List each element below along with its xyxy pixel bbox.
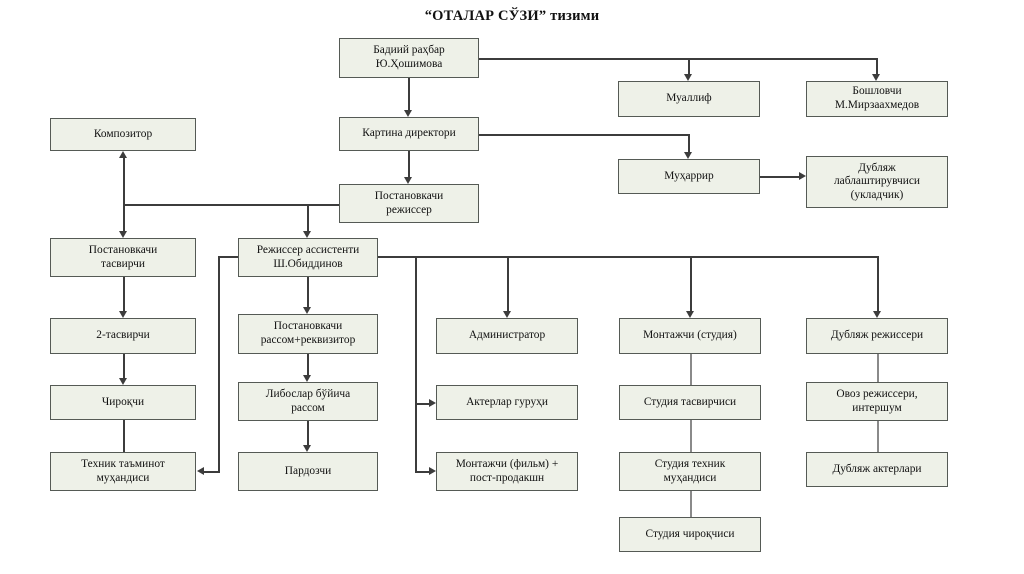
- node-studiya-chiroqchisi[interactable]: Студия чироқчиси: [619, 517, 761, 552]
- arrowhead-montajchi-film: [429, 467, 436, 475]
- connector-badiy-to-kartina: [408, 78, 410, 110]
- connector-to-rejissyor-assistenti: [307, 204, 309, 232]
- connector-2tasvirchi-to-chiroqchi: [123, 354, 125, 378]
- connector-postrejissyor-left-bus: [123, 204, 339, 206]
- arrowhead-kompozitor: [119, 151, 127, 158]
- connector-montajstudiya-to-tasvirchisi: [690, 354, 692, 385]
- node-muharrir[interactable]: Муҳаррир: [618, 159, 760, 194]
- arrowhead-postanovkachi-tasvirchi: [119, 231, 127, 238]
- connector-assistenti-right-spine: [415, 256, 417, 473]
- node-postanovkachi-rassom[interactable]: Постановкачи рассом+реквизитор: [238, 314, 378, 354]
- arrowhead-dublyaj-ukladchik: [799, 172, 806, 180]
- arrowhead-postanovkachi-rassom: [303, 307, 311, 314]
- connector-badiy-right-bus: [479, 58, 878, 60]
- node-studiya-tasvirchisi[interactable]: Студия тасвирчиси: [619, 385, 761, 420]
- node-2-tasvirchi[interactable]: 2-тасвирчи: [50, 318, 196, 354]
- arrowhead-montajchi-studiya: [686, 311, 694, 318]
- node-dublyaj-ukladchik[interactable]: Дубляж лаблаштирувчиси (укладчик): [806, 156, 948, 208]
- node-dublyaj-rejissyori[interactable]: Дубляж режиссери: [806, 318, 948, 354]
- node-administrator[interactable]: Администратор: [436, 318, 578, 354]
- node-ovoz-rejissyori[interactable]: Овоз режиссери, интершум: [806, 382, 948, 421]
- arrowhead-texnik-taminot: [197, 467, 204, 475]
- node-chiroqchi[interactable]: Чироқчи: [50, 385, 196, 420]
- arrowhead-boshlovchi: [872, 74, 880, 81]
- arrowhead-postanovkachi-rejissyor: [404, 177, 412, 184]
- arrowhead-2-tasvirchi: [119, 311, 127, 318]
- node-boshlovchi[interactable]: Бошловчи М.Мирзаахмедов: [806, 81, 948, 117]
- connector-spine-to-akterlar: [415, 403, 429, 405]
- node-kompozitor[interactable]: Композитор: [50, 118, 196, 151]
- node-kartina-direktori[interactable]: Картина директори: [339, 117, 479, 151]
- node-texnik-taminot[interactable]: Техник таъминот муҳандиси: [50, 452, 196, 491]
- arrowhead-pardozchi: [303, 445, 311, 452]
- connector-kompozitor-tasvirchi-spine: [123, 157, 125, 232]
- node-studiya-texnik[interactable]: Студия техник муҳандиси: [619, 452, 761, 491]
- node-akterlar-guruhi[interactable]: Актерлар гуруҳи: [436, 385, 578, 420]
- connector-to-montajchi-studiya: [690, 256, 692, 311]
- connector-chiroqchi-to-texnik: [123, 420, 125, 452]
- chart-title: “ОТАЛАР СЎЗИ” тизими: [424, 8, 600, 24]
- connector-to-dublyaj-rejissyori: [877, 256, 879, 311]
- connector-texnik-to-chiroqchisi: [690, 491, 692, 517]
- connector-muharrir-to-ukladchik: [760, 176, 799, 178]
- connector-kartina-to-postrejissyor: [408, 151, 410, 177]
- node-rejissyor-assistenti[interactable]: Режиссер ассистенти Ш.Обиддинов: [238, 238, 378, 277]
- connector-dublyajrej-to-ovoz: [877, 354, 879, 382]
- node-montajchi-film[interactable]: Монтажчи (фильм) + пост-продакшн: [436, 452, 578, 491]
- node-liboslar-rassom[interactable]: Либослар бўйича рассом: [238, 382, 378, 421]
- connector-liboslar-to-pardozchi: [307, 421, 309, 445]
- node-postanovkachi-tasvirchi[interactable]: Постановкачи тасвирчи: [50, 238, 196, 277]
- connector-rassom-to-liboslar: [307, 354, 309, 375]
- connector-tasvirchisi-to-texnik: [690, 420, 692, 452]
- node-pardozchi[interactable]: Пардозчи: [238, 452, 378, 491]
- connector-ovoz-to-akterlari: [877, 421, 879, 452]
- node-montajchi-studiya[interactable]: Монтажчи (студия): [619, 318, 761, 354]
- arrowhead-akterlar-guruhi: [429, 399, 436, 407]
- connector-assistenti-right-bus: [378, 256, 877, 258]
- connector-assistenti-left-spine: [218, 256, 220, 472]
- connector-assistenti-to-rassom: [307, 277, 309, 307]
- arrowhead-dublyaj-rejissyori: [873, 311, 881, 318]
- node-postanovkachi-rejissyor[interactable]: Постановкачи режиссер: [339, 184, 479, 223]
- connector-tasvirchi-to-2tasvirchi: [123, 277, 125, 311]
- arrowhead-muharrir: [684, 152, 692, 159]
- arrowhead-chiroqchi: [119, 378, 127, 385]
- arrowhead-muallif: [684, 74, 692, 81]
- connector-spine-to-montajchi-film: [415, 471, 429, 473]
- connector-to-muharrir: [688, 134, 690, 152]
- node-badiy-rahbar[interactable]: Бадиий раҳбар Ю.Ҳошимова: [339, 38, 479, 78]
- node-dublyaj-akterlari[interactable]: Дубляж актерлари: [806, 452, 948, 487]
- connector-to-boshlovchi: [876, 58, 878, 74]
- connector-assistenti-left-stub: [218, 256, 238, 258]
- arrowhead-kartina-direktori: [404, 110, 412, 117]
- connector-to-administrator: [507, 256, 509, 311]
- connector-spine-to-texnik: [204, 471, 220, 473]
- connector-to-muallif: [688, 58, 690, 74]
- node-muallif[interactable]: Муаллиф: [618, 81, 760, 117]
- connector-kartina-right-bus: [479, 134, 690, 136]
- arrowhead-administrator: [503, 311, 511, 318]
- arrowhead-liboslar-rassom: [303, 375, 311, 382]
- arrowhead-rejissyor-assistenti: [303, 231, 311, 238]
